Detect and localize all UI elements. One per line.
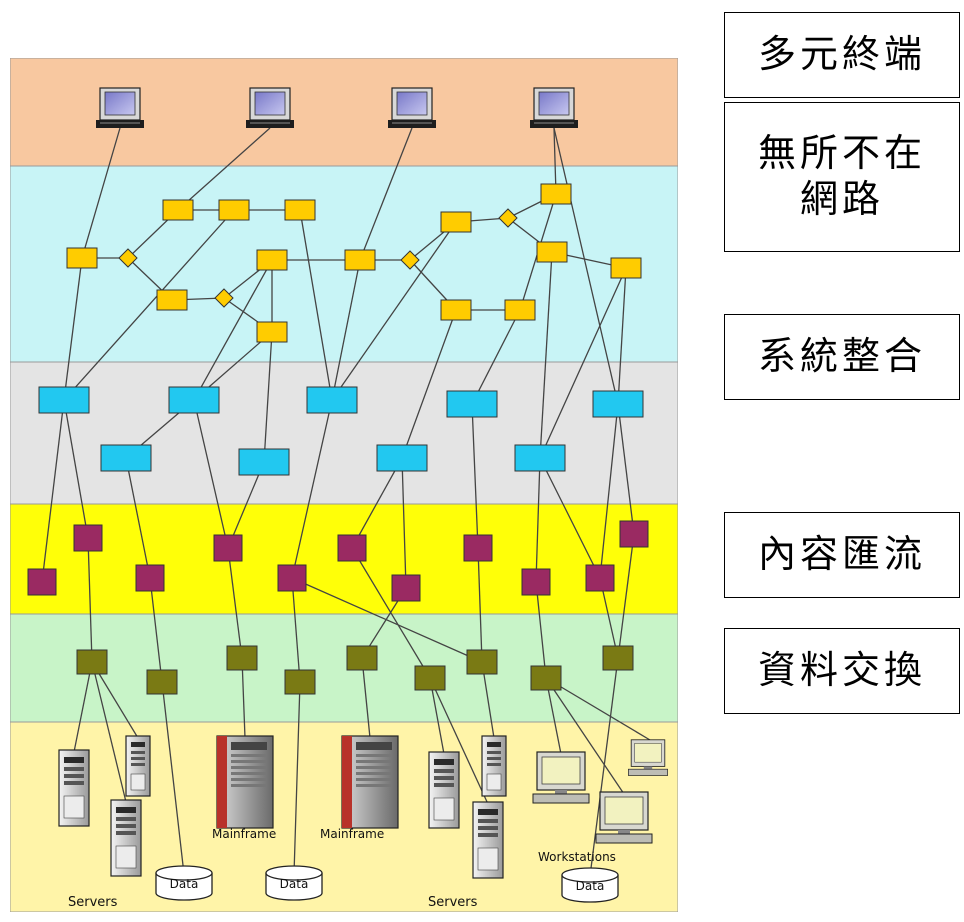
mainframe-icon-2 <box>342 736 398 828</box>
integration-node <box>239 449 289 475</box>
integration-node <box>307 387 357 413</box>
mainframe-icon-1 <box>217 736 273 828</box>
terminal-pc-icon-1 <box>96 88 144 128</box>
content-node <box>136 565 164 591</box>
integration-node <box>39 387 89 413</box>
exchange-node <box>285 670 315 694</box>
data-label-3: Data <box>576 879 605 893</box>
content-node <box>620 521 648 547</box>
integration-node <box>447 391 497 417</box>
label-integration: 系統整合 <box>724 314 960 400</box>
exchange-node <box>347 646 377 670</box>
band-network <box>10 166 678 362</box>
network-node <box>537 242 567 262</box>
server-icon-4 <box>429 752 459 828</box>
network-node <box>257 322 287 342</box>
content-node <box>392 575 420 601</box>
exchange-node <box>603 646 633 670</box>
content-node <box>586 565 614 591</box>
network-node <box>541 184 571 204</box>
data-label-1: Data <box>170 877 199 891</box>
label-network-line1: 無所不在 <box>758 131 926 177</box>
workstations-label: Workstations <box>538 850 616 864</box>
network-node <box>163 200 193 220</box>
mainframe-label-2: Mainframe <box>320 827 384 841</box>
network-node <box>67 248 97 268</box>
network-diagram: Servers Mainframe Mainframe Servers Work… <box>10 58 678 912</box>
network-node <box>441 212 471 232</box>
network-node <box>611 258 641 278</box>
content-node <box>74 525 102 551</box>
server-icon-6 <box>473 802 503 878</box>
integration-node <box>593 391 643 417</box>
integration-node <box>515 445 565 471</box>
servers-label-left: Servers <box>68 895 118 910</box>
network-node <box>219 200 249 220</box>
label-terminal-text: 多元終端 <box>758 32 926 78</box>
integration-node <box>169 387 219 413</box>
workstation-icon-3 <box>628 740 667 776</box>
mainframe-label-1: Mainframe <box>212 827 276 841</box>
label-content-text: 內容匯流 <box>758 532 926 578</box>
workstation-icon-1 <box>533 752 589 803</box>
exchange-node <box>227 646 257 670</box>
integration-node <box>377 445 427 471</box>
exchange-node <box>467 650 497 674</box>
server-icon-3 <box>111 800 141 876</box>
label-content: 內容匯流 <box>724 512 960 598</box>
label-network-line2: 網路 <box>800 177 884 223</box>
exchange-node <box>415 666 445 690</box>
server-icon-1 <box>59 750 89 826</box>
label-exchange: 資料交換 <box>724 628 960 714</box>
content-node <box>214 535 242 561</box>
network-node <box>285 200 315 220</box>
exchange-node <box>531 666 561 690</box>
content-node <box>278 565 306 591</box>
exchange-node <box>147 670 177 694</box>
servers-label-right: Servers <box>428 895 478 910</box>
content-node <box>28 569 56 595</box>
network-node <box>441 300 471 320</box>
exchange-node <box>77 650 107 674</box>
network-node <box>257 250 287 270</box>
content-node <box>464 535 492 561</box>
label-terminal: 多元終端 <box>724 12 960 98</box>
workstation-icon-2 <box>596 792 652 843</box>
network-node <box>345 250 375 270</box>
network-node <box>505 300 535 320</box>
label-network: 無所不在 網路 <box>724 102 960 252</box>
label-exchange-text: 資料交換 <box>758 648 926 694</box>
data-label-2: Data <box>280 877 309 891</box>
terminal-pc-icon-3 <box>388 88 436 128</box>
server-icon-5 <box>482 736 506 796</box>
terminal-pc-icon-4 <box>530 88 578 128</box>
server-icon-2 <box>126 736 150 796</box>
label-integration-text: 系統整合 <box>758 334 926 380</box>
network-node <box>157 290 187 310</box>
content-node <box>338 535 366 561</box>
band-exchange <box>10 614 678 722</box>
integration-node <box>101 445 151 471</box>
content-node <box>522 569 550 595</box>
terminal-pc-icon-2 <box>246 88 294 128</box>
